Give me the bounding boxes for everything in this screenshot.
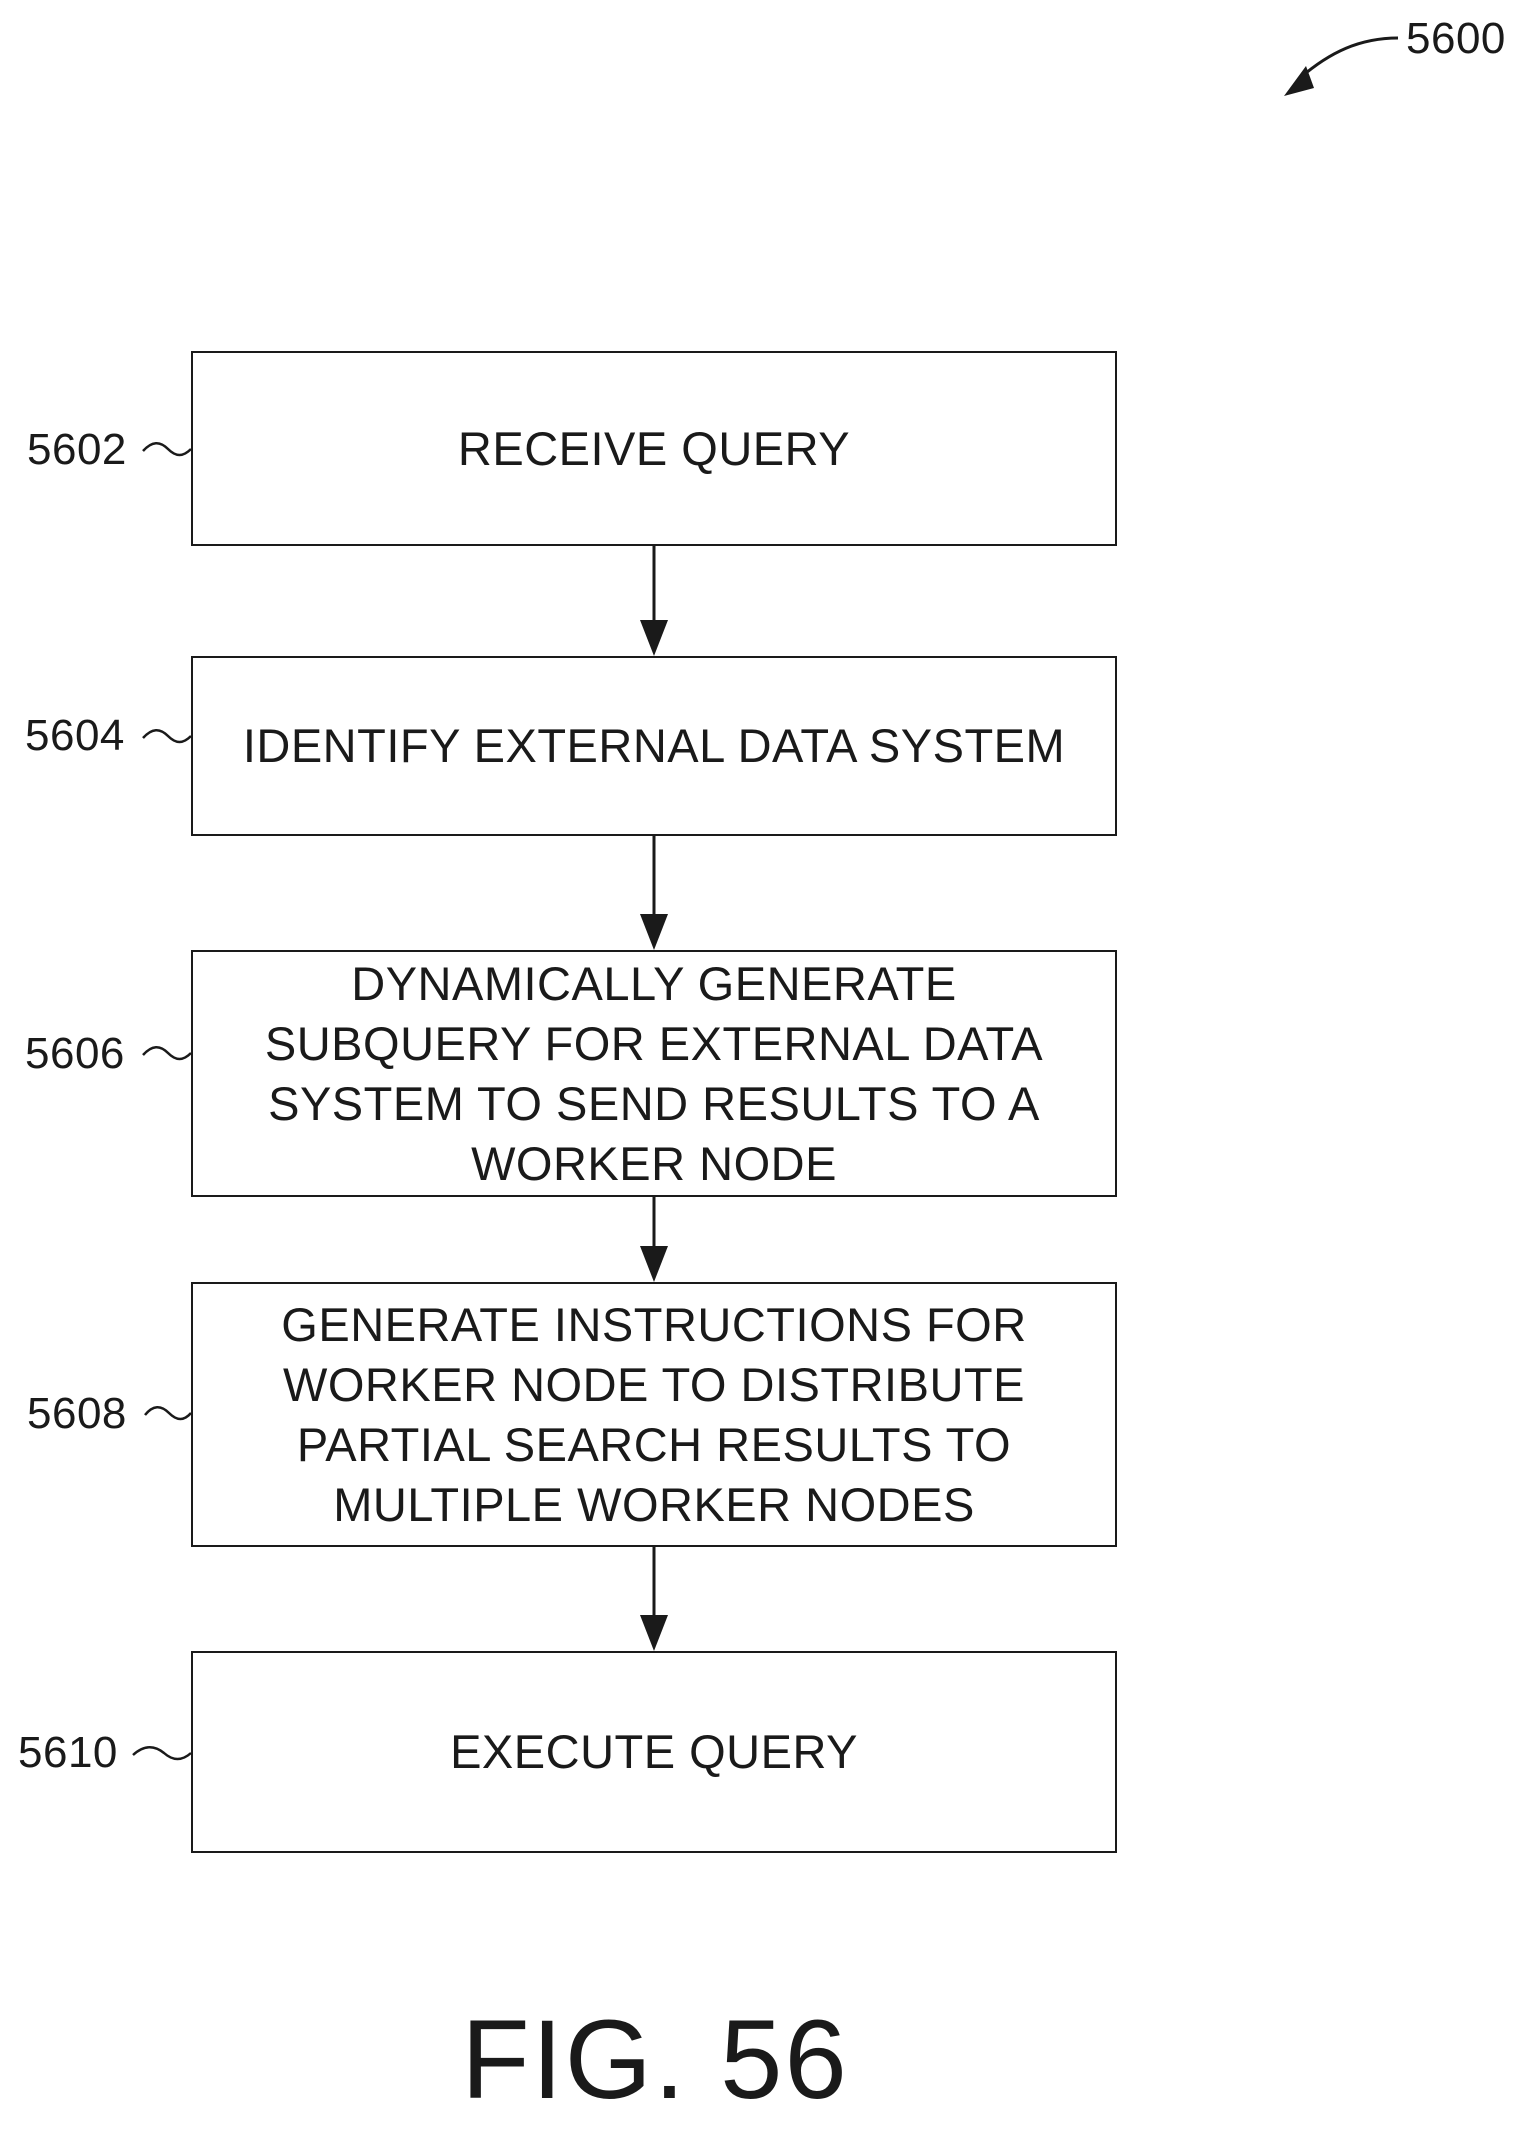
flow-arrowhead-5604-to-5606: [640, 914, 668, 950]
step-line: WORKER NODE TO DISTRIBUTE: [281, 1355, 1026, 1415]
step-box-execute-query: EXECUTE QUERY: [191, 1651, 1117, 1853]
step-line: SYSTEM TO SEND RESULTS TO A: [265, 1074, 1043, 1134]
step-text: IDENTIFY EXTERNAL DATA SYSTEM: [243, 716, 1065, 776]
flow-arrowhead-5602-to-5604: [640, 620, 668, 656]
ref-leader-5602: [143, 443, 191, 455]
step-text: DYNAMICALLY GENERATE SUBQUERY FOR EXTERN…: [265, 954, 1043, 1194]
step-ref-5602: 5602: [27, 425, 127, 475]
figure-ref-pointer-5600: [1300, 38, 1398, 78]
step-line: WORKER NODE: [265, 1134, 1043, 1194]
step-line: RECEIVE QUERY: [458, 419, 850, 479]
step-ref-5604: 5604: [25, 711, 125, 761]
ref-leader-5610: [133, 1747, 191, 1759]
step-line: PARTIAL SEARCH RESULTS TO: [281, 1415, 1026, 1475]
ref-leader-5608: [145, 1407, 191, 1419]
step-line: MULTIPLE WORKER NODES: [281, 1475, 1026, 1535]
step-ref-5608: 5608: [27, 1389, 127, 1439]
step-ref-5610: 5610: [18, 1728, 118, 1778]
ref-leader-5606: [143, 1047, 191, 1059]
step-text: RECEIVE QUERY: [458, 419, 850, 479]
step-box-identify-external-data-system: IDENTIFY EXTERNAL DATA SYSTEM: [191, 656, 1117, 836]
step-line: GENERATE INSTRUCTIONS FOR: [281, 1295, 1026, 1355]
step-line: EXECUTE QUERY: [450, 1722, 858, 1782]
step-ref-5606: 5606: [25, 1029, 125, 1079]
step-line: SUBQUERY FOR EXTERNAL DATA: [265, 1014, 1043, 1074]
step-box-generate-subquery: DYNAMICALLY GENERATE SUBQUERY FOR EXTERN…: [191, 950, 1117, 1197]
step-box-receive-query: RECEIVE QUERY: [191, 351, 1117, 546]
flow-arrowhead-5608-to-5610: [640, 1615, 668, 1651]
step-line: IDENTIFY EXTERNAL DATA SYSTEM: [243, 716, 1065, 776]
figure-caption: FIG. 56: [0, 2000, 1310, 2120]
step-line: DYNAMICALLY GENERATE: [265, 954, 1043, 1014]
flow-arrowhead-5606-to-5608: [640, 1246, 668, 1282]
step-box-generate-instructions: GENERATE INSTRUCTIONS FOR WORKER NODE TO…: [191, 1282, 1117, 1547]
step-text: GENERATE INSTRUCTIONS FOR WORKER NODE TO…: [281, 1295, 1026, 1535]
figure-ref-number: 5600: [1406, 14, 1506, 64]
step-text: EXECUTE QUERY: [450, 1722, 858, 1782]
ref-leader-5604: [143, 730, 191, 742]
